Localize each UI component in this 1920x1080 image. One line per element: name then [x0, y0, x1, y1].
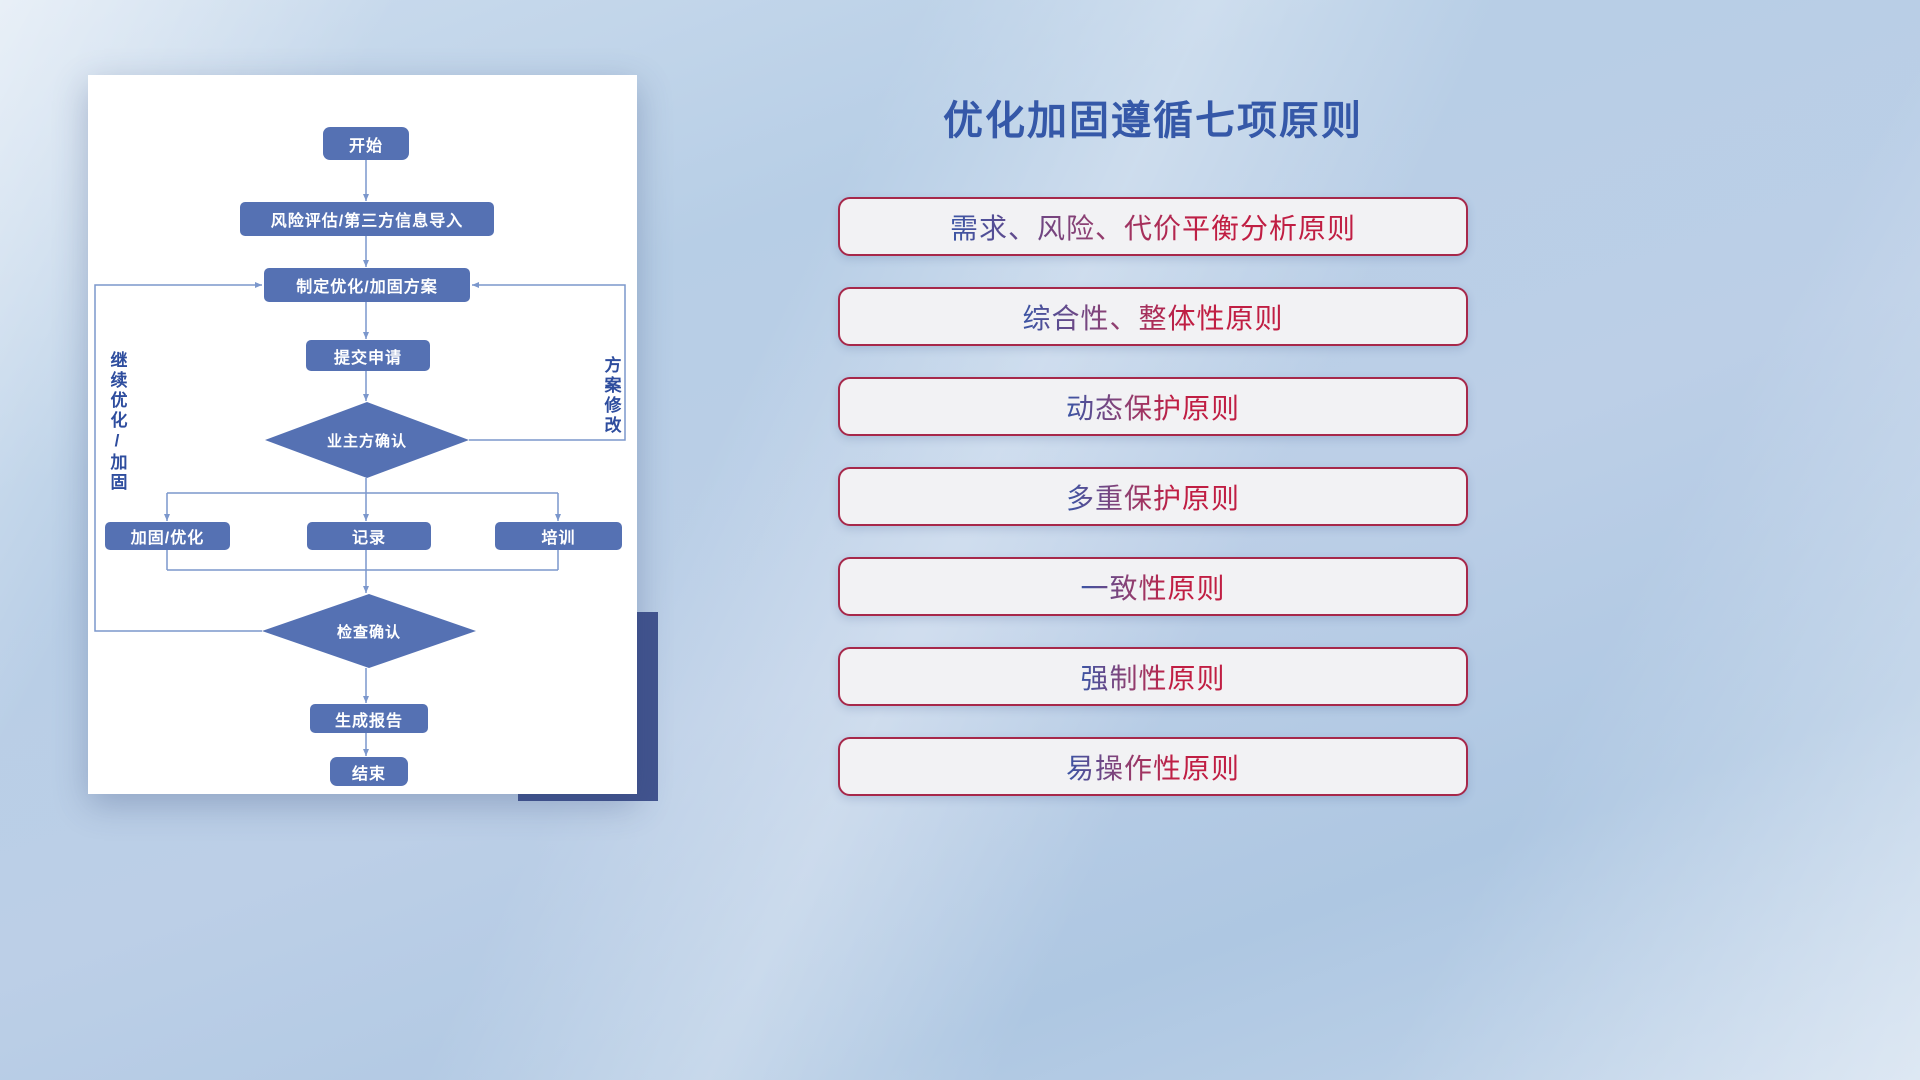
principle-item: 多重保护原则 [838, 467, 1468, 526]
flow-connectors [94, 160, 626, 756]
principle-label: 易操作性原则 [1066, 747, 1240, 787]
principle-item: 需求、风险、代价平衡分析原则 [838, 197, 1468, 256]
principle-item: 易操作性原则 [838, 737, 1468, 796]
principle-label: 多重保护原则 [1066, 477, 1240, 517]
flow-node-reinforce: 加固/优化 [105, 522, 230, 550]
principle-label: 需求、风险、代价平衡分析原则 [950, 207, 1356, 247]
flow-node-record: 记录 [307, 522, 431, 550]
principle-label: 动态保护原则 [1066, 387, 1240, 427]
flow-node-end: 结束 [330, 757, 408, 786]
flow-label-plan-revision: 方案修改 [601, 356, 621, 436]
principle-label: 综合性、整体性原则 [1022, 297, 1283, 337]
principle-item: 动态保护原则 [838, 377, 1468, 436]
flow-node-start: 开始 [323, 127, 409, 160]
flow-node-make-plan: 制定优化/加固方案 [264, 268, 470, 302]
flow-node-submit: 提交申请 [306, 340, 430, 371]
flow-node-training: 培训 [495, 522, 622, 550]
panel-title: 优化加固遵循七项原则 [943, 99, 1363, 143]
flow-node-report: 生成报告 [310, 704, 428, 733]
principles-list: 需求、风险、代价平衡分析原则 综合性、整体性原则 动态保护原则 多重保护原则 一… [838, 197, 1468, 796]
flow-label-continue-loop: 继续优化/加固 [107, 351, 127, 493]
principle-item: 强制性原则 [838, 647, 1468, 706]
flow-node-risk-import: 风险评估/第三方信息导入 [240, 202, 494, 236]
principle-label: 一致性原则 [1080, 567, 1225, 607]
principle-label: 强制性原则 [1080, 657, 1225, 697]
principle-item: 一致性原则 [838, 557, 1468, 616]
principle-item: 综合性、整体性原则 [838, 287, 1468, 346]
flowchart-card: 开始 风险评估/第三方信息导入 制定优化/加固方案 提交申请 业主方确认 加固/… [88, 75, 637, 794]
